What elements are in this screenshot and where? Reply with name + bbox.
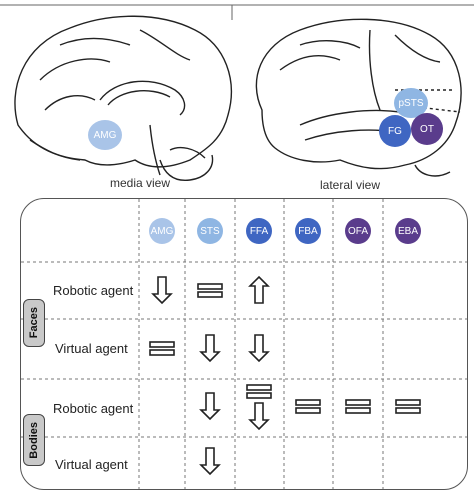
cell-r1-sts-equal-sign xyxy=(197,283,223,298)
psts-region-label: pSTS xyxy=(398,97,424,109)
brain-illustration-panel: AMG pSTS FG OT media view lateral view xyxy=(0,0,474,198)
lateral-view-caption: lateral view xyxy=(319,178,381,192)
table-grid xyxy=(21,199,467,489)
cell-r4-sts-down-arrow xyxy=(199,447,221,476)
cell-r2-sts-down-arrow xyxy=(199,334,221,363)
column-header-ofa: OFA xyxy=(345,218,371,244)
brain-drawings xyxy=(0,4,474,182)
column-header-fba: FBA xyxy=(295,218,321,244)
cell-r2-amg-equal-sign xyxy=(149,341,175,356)
amg-region-label: AMG xyxy=(93,129,117,141)
column-header-sts: STS xyxy=(197,218,223,244)
results-table: AMG STS FFA FBA OFA EBA Faces Bodies Rob… xyxy=(20,198,468,490)
ot-region-marker: OT xyxy=(411,113,443,145)
cell-r3-fba-equal-sign xyxy=(295,399,321,414)
cell-r2-ffa-down-arrow xyxy=(248,334,270,363)
column-header-ffa: FFA xyxy=(246,218,272,244)
medial-view-caption: media view xyxy=(109,176,171,190)
ot-region-label: OT xyxy=(420,123,434,135)
cell-r3-ffa-equal-sign xyxy=(246,384,272,399)
group-tag-bodies: Bodies xyxy=(23,414,45,466)
cell-r1-amg-down-arrow xyxy=(151,276,173,305)
column-header-eba: EBA xyxy=(395,218,421,244)
medial-brain-drawing xyxy=(14,15,232,182)
result-symbols xyxy=(149,275,421,476)
row-label-faces-robotic: Robotic agent xyxy=(53,283,134,298)
cell-r3-ffa-down-arrow xyxy=(248,402,270,431)
amg-region-marker: AMG xyxy=(88,120,122,150)
row-label-faces-virtual: Virtual agent xyxy=(55,341,128,356)
column-header-amg: AMG xyxy=(149,218,175,244)
cell-r3-sts-down-arrow xyxy=(199,392,221,421)
row-label-bodies-robotic: Robotic agent xyxy=(53,401,134,416)
cell-r1-ffa-up-arrow xyxy=(248,275,270,304)
cell-r3-eba-equal-sign xyxy=(395,399,421,414)
group-tag-faces: Faces xyxy=(23,299,45,347)
cell-r3-ofa-equal-sign xyxy=(345,399,371,414)
lateral-brain-drawing xyxy=(255,18,462,177)
fg-region-marker: FG xyxy=(379,115,411,147)
fg-region-label: FG xyxy=(388,125,402,137)
row-label-bodies-virtual: Virtual agent xyxy=(55,457,128,472)
